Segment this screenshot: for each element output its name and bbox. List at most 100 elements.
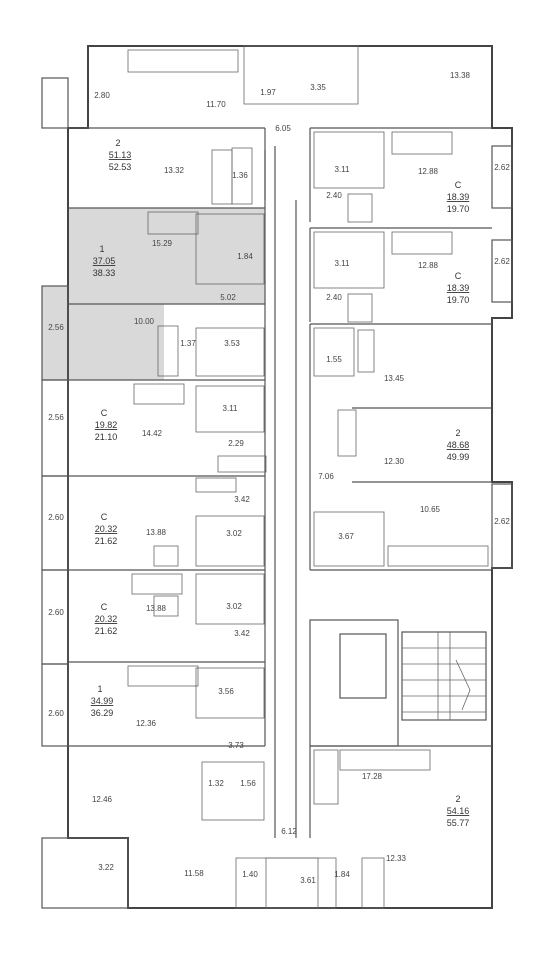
living-area: 19.82 (95, 420, 118, 430)
stair-core (309, 619, 487, 747)
room-area: 12.30 (384, 457, 405, 466)
room-area: 2.40 (326, 191, 342, 200)
room-area: 13.88 (146, 604, 167, 613)
room-area: 3.73 (228, 741, 244, 750)
total-area: 38.33 (93, 268, 116, 278)
room-area: 11.70 (206, 100, 226, 109)
room-area: 3.35 (310, 83, 326, 92)
room-area: 17.28 (362, 772, 383, 781)
room-area: 3.56 (218, 687, 234, 696)
living-area: 20.32 (95, 524, 118, 534)
apartment-label-c-b: С 20.32 21.62 (95, 512, 118, 546)
apartment-label-2-c: 2 54.16 55.77 (447, 794, 470, 828)
rooms-count: С (101, 602, 108, 612)
room-area: 2.80 (94, 91, 110, 100)
rooms-count: С (101, 408, 108, 418)
rooms-count: 1 (97, 684, 102, 694)
room-area: 7.06 (318, 472, 334, 481)
room-area: 10.00 (134, 317, 155, 326)
rooms-count: 2 (455, 428, 460, 438)
room-area: 2.40 (326, 293, 342, 302)
room-area: 15.29 (152, 239, 173, 248)
rooms-count: С (101, 512, 108, 522)
room-area: 12.33 (386, 854, 407, 863)
total-area: 19.70 (447, 204, 470, 214)
room-area: 1.40 (242, 870, 258, 879)
total-area: 36.29 (91, 708, 114, 718)
room-area: 1.55 (326, 355, 342, 364)
rooms-count: 2 (455, 794, 460, 804)
room-area: 3.61 (300, 876, 316, 885)
building-outline (67, 45, 513, 909)
living-area: 51.13 (109, 150, 132, 160)
living-area: 34.99 (91, 696, 114, 706)
room-area: 3.02 (226, 529, 242, 538)
room-area: 1.84 (237, 252, 253, 261)
room-area: 12.88 (418, 167, 439, 176)
apartment-label-c-a: С 19.82 21.10 (95, 408, 118, 442)
room-area: 12.88 (418, 261, 439, 270)
room-area: 1.32 (208, 779, 224, 788)
room-area: 2.60 (48, 513, 64, 522)
rooms-count: 2 (115, 138, 120, 148)
room-area: 6.12 (281, 827, 297, 836)
room-area: 13.38 (450, 71, 471, 80)
room-area: 2.56 (48, 323, 64, 332)
total-area: 19.70 (447, 295, 470, 305)
total-area: 21.62 (95, 536, 118, 546)
total-area: 49.99 (447, 452, 470, 462)
room-area: 14.42 (142, 429, 163, 438)
total-area: 21.62 (95, 626, 118, 636)
room-area: 3.67 (338, 532, 354, 541)
room-area: 13.45 (384, 374, 405, 383)
apartment-label-1-a: 1 37.05 38.33 (93, 244, 116, 278)
room-area: 1.36 (232, 171, 248, 180)
apartment-label-1-b: 1 34.99 36.29 (91, 684, 114, 718)
living-area: 37.05 (93, 256, 116, 266)
apartment-label-2-b: 2 48.68 49.99 (447, 428, 470, 462)
right-units-walls (309, 127, 513, 838)
rooms-count: С (455, 180, 462, 190)
room-area: 5.02 (220, 293, 236, 302)
apartment-label-c-d: С 18.39 19.70 (447, 180, 470, 214)
room-area: 3.53 (224, 339, 240, 348)
room-area: 2.56 (48, 413, 64, 422)
room-area: 2.60 (48, 608, 64, 617)
room-area: 3.42 (234, 629, 250, 638)
room-area: 13.32 (164, 166, 185, 175)
room-area: 3.11 (335, 165, 351, 174)
room-area: 3.22 (98, 863, 114, 872)
apartment-label-2-a: 2 51.13 52.53 (109, 138, 132, 172)
room-area: 12.36 (136, 719, 157, 728)
room-area: 3.42 (234, 495, 250, 504)
living-area: 48.68 (447, 440, 470, 450)
highlighted-apartment (42, 208, 265, 380)
room-area: 1.97 (260, 88, 276, 97)
living-area: 18.39 (447, 283, 470, 293)
total-area: 52.53 (109, 162, 132, 172)
room-area: 3.02 (226, 602, 242, 611)
living-area: 18.39 (447, 192, 470, 202)
room-area: 1.37 (180, 339, 196, 348)
room-area: 12.46 (92, 795, 113, 804)
room-area: 10.65 (420, 505, 441, 514)
rooms-count: 1 (99, 244, 104, 254)
total-area: 55.77 (447, 818, 470, 828)
total-area: 21.10 (95, 432, 118, 442)
room-area: 1.84 (334, 870, 350, 879)
room-area: 1.56 (240, 779, 256, 788)
corridor (274, 146, 297, 838)
room-area: 2.62 (494, 163, 510, 172)
room-area-labels: 2.80 11.70 1.97 3.35 13.38 6.05 13.32 1.… (48, 71, 510, 885)
rooms-count: С (455, 271, 462, 281)
apartment-label-c-e: С 18.39 19.70 (447, 271, 470, 305)
left-units-walls (41, 45, 385, 909)
room-area: 3.11 (223, 404, 239, 413)
room-area: 3.11 (335, 259, 351, 268)
room-area: 13.88 (146, 528, 167, 537)
room-area: 2.29 (228, 439, 244, 448)
apartment-label-c-c: С 20.32 21.62 (95, 602, 118, 636)
room-area: 2.60 (48, 709, 64, 718)
living-area: 20.32 (95, 614, 118, 624)
